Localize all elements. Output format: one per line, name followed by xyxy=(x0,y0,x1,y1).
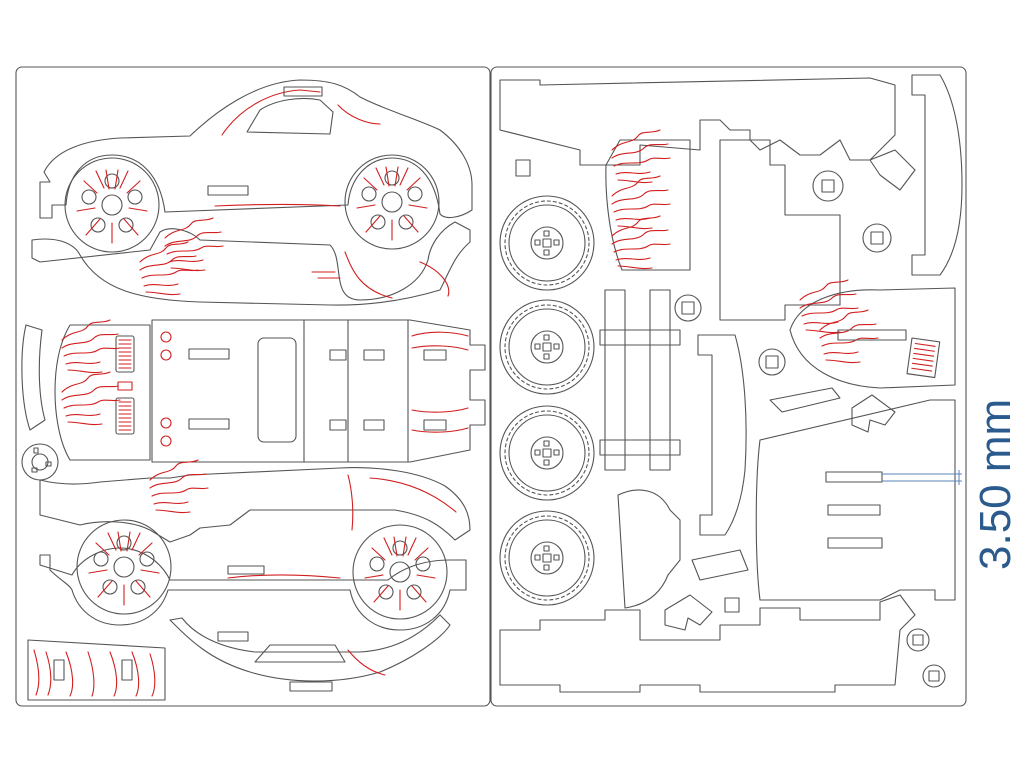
right-panel-outline xyxy=(490,66,967,707)
car-side-flame-top xyxy=(31,217,471,306)
tire-1 xyxy=(499,195,595,291)
hood-flame-panel xyxy=(605,129,691,271)
nose-flame-panel xyxy=(758,279,956,389)
tire-4 xyxy=(499,510,595,606)
left-panel-outline xyxy=(15,66,491,707)
chassis-center xyxy=(21,319,486,481)
small-gear-left xyxy=(21,443,59,481)
firewall-block xyxy=(719,139,844,321)
car-side-flame-bottom xyxy=(39,459,471,543)
car-side-top xyxy=(39,79,473,253)
dimension-marker xyxy=(882,470,962,485)
tire-2 xyxy=(499,299,595,395)
seat-back-panel xyxy=(697,334,747,536)
small-brackets xyxy=(769,387,896,433)
tire-3 xyxy=(499,405,595,501)
dimension-label: 3.50 mm xyxy=(971,399,1020,570)
roof-plate xyxy=(499,77,896,177)
floor-plate xyxy=(755,399,956,601)
front-fender xyxy=(617,489,749,613)
car-side-bottom xyxy=(39,519,467,692)
side-rail-right xyxy=(862,74,963,276)
base-plate xyxy=(499,594,946,693)
flame-strip-bottom xyxy=(27,639,166,701)
axle-spars xyxy=(599,289,702,471)
